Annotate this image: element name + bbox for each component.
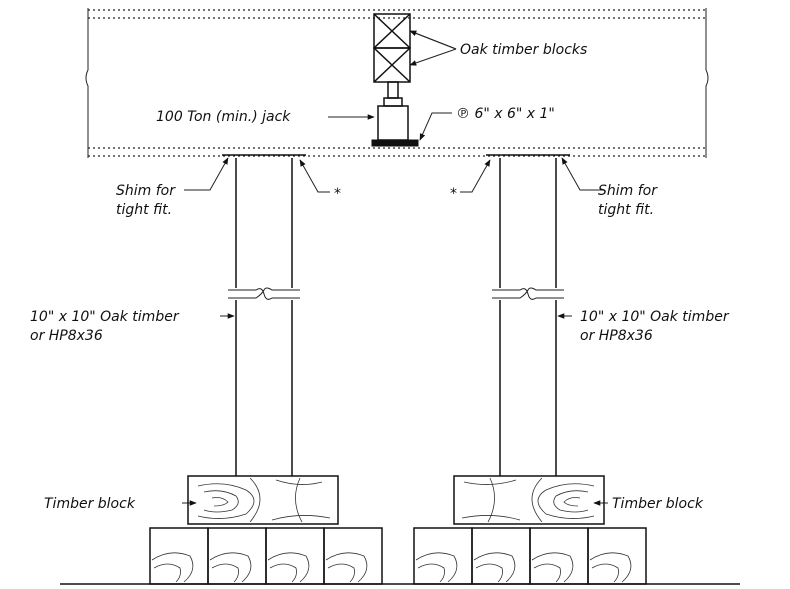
- shim-right-line1: Shim for: [598, 183, 658, 199]
- asterisk-right: *: [450, 186, 457, 202]
- oak-timber-blocks: [373, 13, 411, 83]
- timber-block-right-label: Timber block: [612, 496, 704, 512]
- jack-label: 100 Ton (min.) jack: [156, 109, 291, 125]
- shim-left-line2: tight fit.: [116, 202, 172, 218]
- post-right-label-line2: or HP8x36: [580, 328, 653, 344]
- top-leaders: [328, 30, 457, 141]
- timber-block-left-label: Timber block: [44, 496, 136, 512]
- shim-leaders: [182, 157, 608, 506]
- shim-right-line2: tight fit.: [598, 202, 654, 218]
- oak-blocks-label: Oak timber blocks: [460, 42, 587, 58]
- shim-left-line1: Shim for: [116, 183, 176, 199]
- bearing-plate: [371, 139, 419, 147]
- cribbing-left: [149, 527, 383, 585]
- post-left-label-line2: or HP8x36: [30, 328, 103, 344]
- cribbing-right: [413, 527, 647, 585]
- post-left: [222, 154, 306, 476]
- asterisk-left: *: [334, 186, 341, 202]
- timber-block-upper-left: [187, 475, 339, 525]
- beam: [85, 8, 709, 158]
- post-right-label-line1: 10" x 10" Oak timber: [580, 309, 730, 325]
- post-left-label-line1: 10" x 10" Oak timber: [30, 309, 180, 325]
- hydraulic-jack: [377, 81, 409, 141]
- timber-block-upper-right: [453, 475, 605, 525]
- post-right: [486, 154, 570, 476]
- plate-label: ℗ 6" x 6" x 1": [456, 106, 555, 122]
